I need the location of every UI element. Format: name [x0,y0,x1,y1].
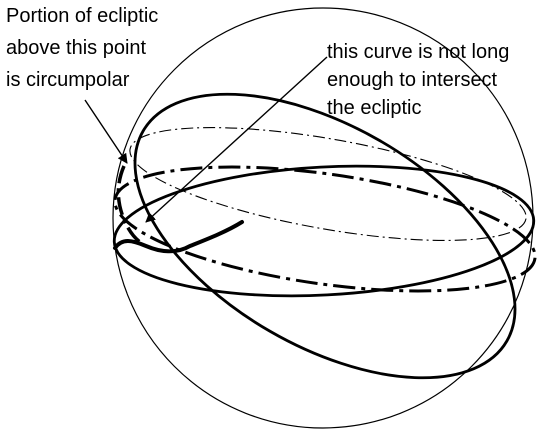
circumpolar-note-line-2: above this point [6,37,147,59]
diurnal-curve [113,220,244,254]
circumpolar-note: Portion of ecliptic above this point is … [6,5,164,91]
horizon-ellipse [112,164,536,298]
circumpolar-note-line-1: Portion of ecliptic [6,5,158,27]
intersect-note: this curve is not long enough to interse… [327,41,515,119]
intersect-note-line-1: this curve is not long [327,41,509,63]
intersect-pointer-arrow [145,56,328,223]
circumpolar-pointer-arrow [84,99,128,164]
circumpolar-note-line-3: is circumpolar [6,69,130,91]
thin-dashdot-ellipse [129,127,527,241]
intersect-note-line-3: the ecliptic [327,97,422,119]
thick-dashdot-ellipse [113,165,537,293]
circumpolar-arc [116,165,142,244]
intersect-note-line-2: enough to intersect [327,69,498,91]
label-gap-top [300,14,370,30]
ecliptic-ellipse [133,92,517,380]
